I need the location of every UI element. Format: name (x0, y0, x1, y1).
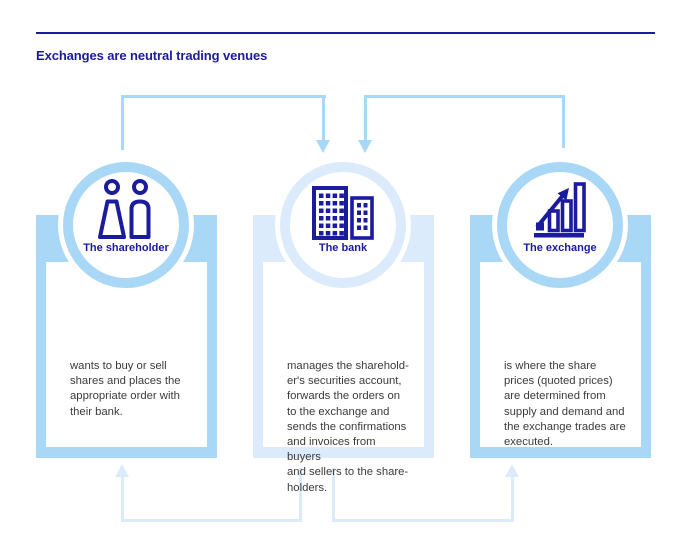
card-bank: manages the sharehold- er's securities a… (253, 215, 434, 494)
connector-segment (121, 95, 124, 150)
connector-segment (121, 477, 124, 522)
badge-bank-label: The bank (318, 242, 368, 254)
connector-segment (562, 95, 565, 148)
connector-segment (364, 95, 367, 141)
arrow-down-icon (316, 140, 330, 153)
connector-segment (364, 95, 565, 98)
card-bank-body: manages the sharehold- er's securities a… (263, 262, 424, 494)
card-shareholder-description: wants to buy or sell shares and places t… (70, 360, 181, 418)
card-exchange-description: is where the share prices (quoted prices… (504, 360, 626, 449)
card-shareholder-body: wants to buy or sell shares and places t… (46, 262, 207, 447)
connector-segment (322, 95, 325, 141)
connector-segment (332, 519, 514, 522)
badge-exchange-label: The exchange (523, 242, 597, 254)
arrow-up-icon (115, 464, 129, 477)
header-rule (36, 32, 655, 34)
connector-segment (332, 468, 335, 522)
connector-segment (299, 468, 302, 522)
card-shareholder: wants to buy or sell shares and places t… (36, 215, 217, 458)
arrow-down-icon (358, 140, 372, 153)
bank-buildings-icon (312, 186, 374, 240)
badge-shareholder: The shareholder (63, 162, 189, 288)
badge-shareholder-label: The shareholder (83, 242, 169, 254)
arrow-up-icon (505, 464, 519, 477)
shareholders-icon (97, 178, 155, 240)
connector-segment (511, 477, 514, 522)
badge-bank: The bank (280, 162, 406, 288)
card-exchange-body: is where the share prices (quoted prices… (480, 262, 641, 449)
page-title: Exchanges are neutral trading venues (36, 48, 268, 63)
connector-segment (121, 519, 302, 522)
card-bank-description: manages the sharehold- er's securities a… (287, 360, 409, 494)
badge-exchange: The exchange (497, 162, 623, 288)
stock-growth-chart-icon (533, 182, 587, 240)
connector-segment (121, 95, 326, 98)
